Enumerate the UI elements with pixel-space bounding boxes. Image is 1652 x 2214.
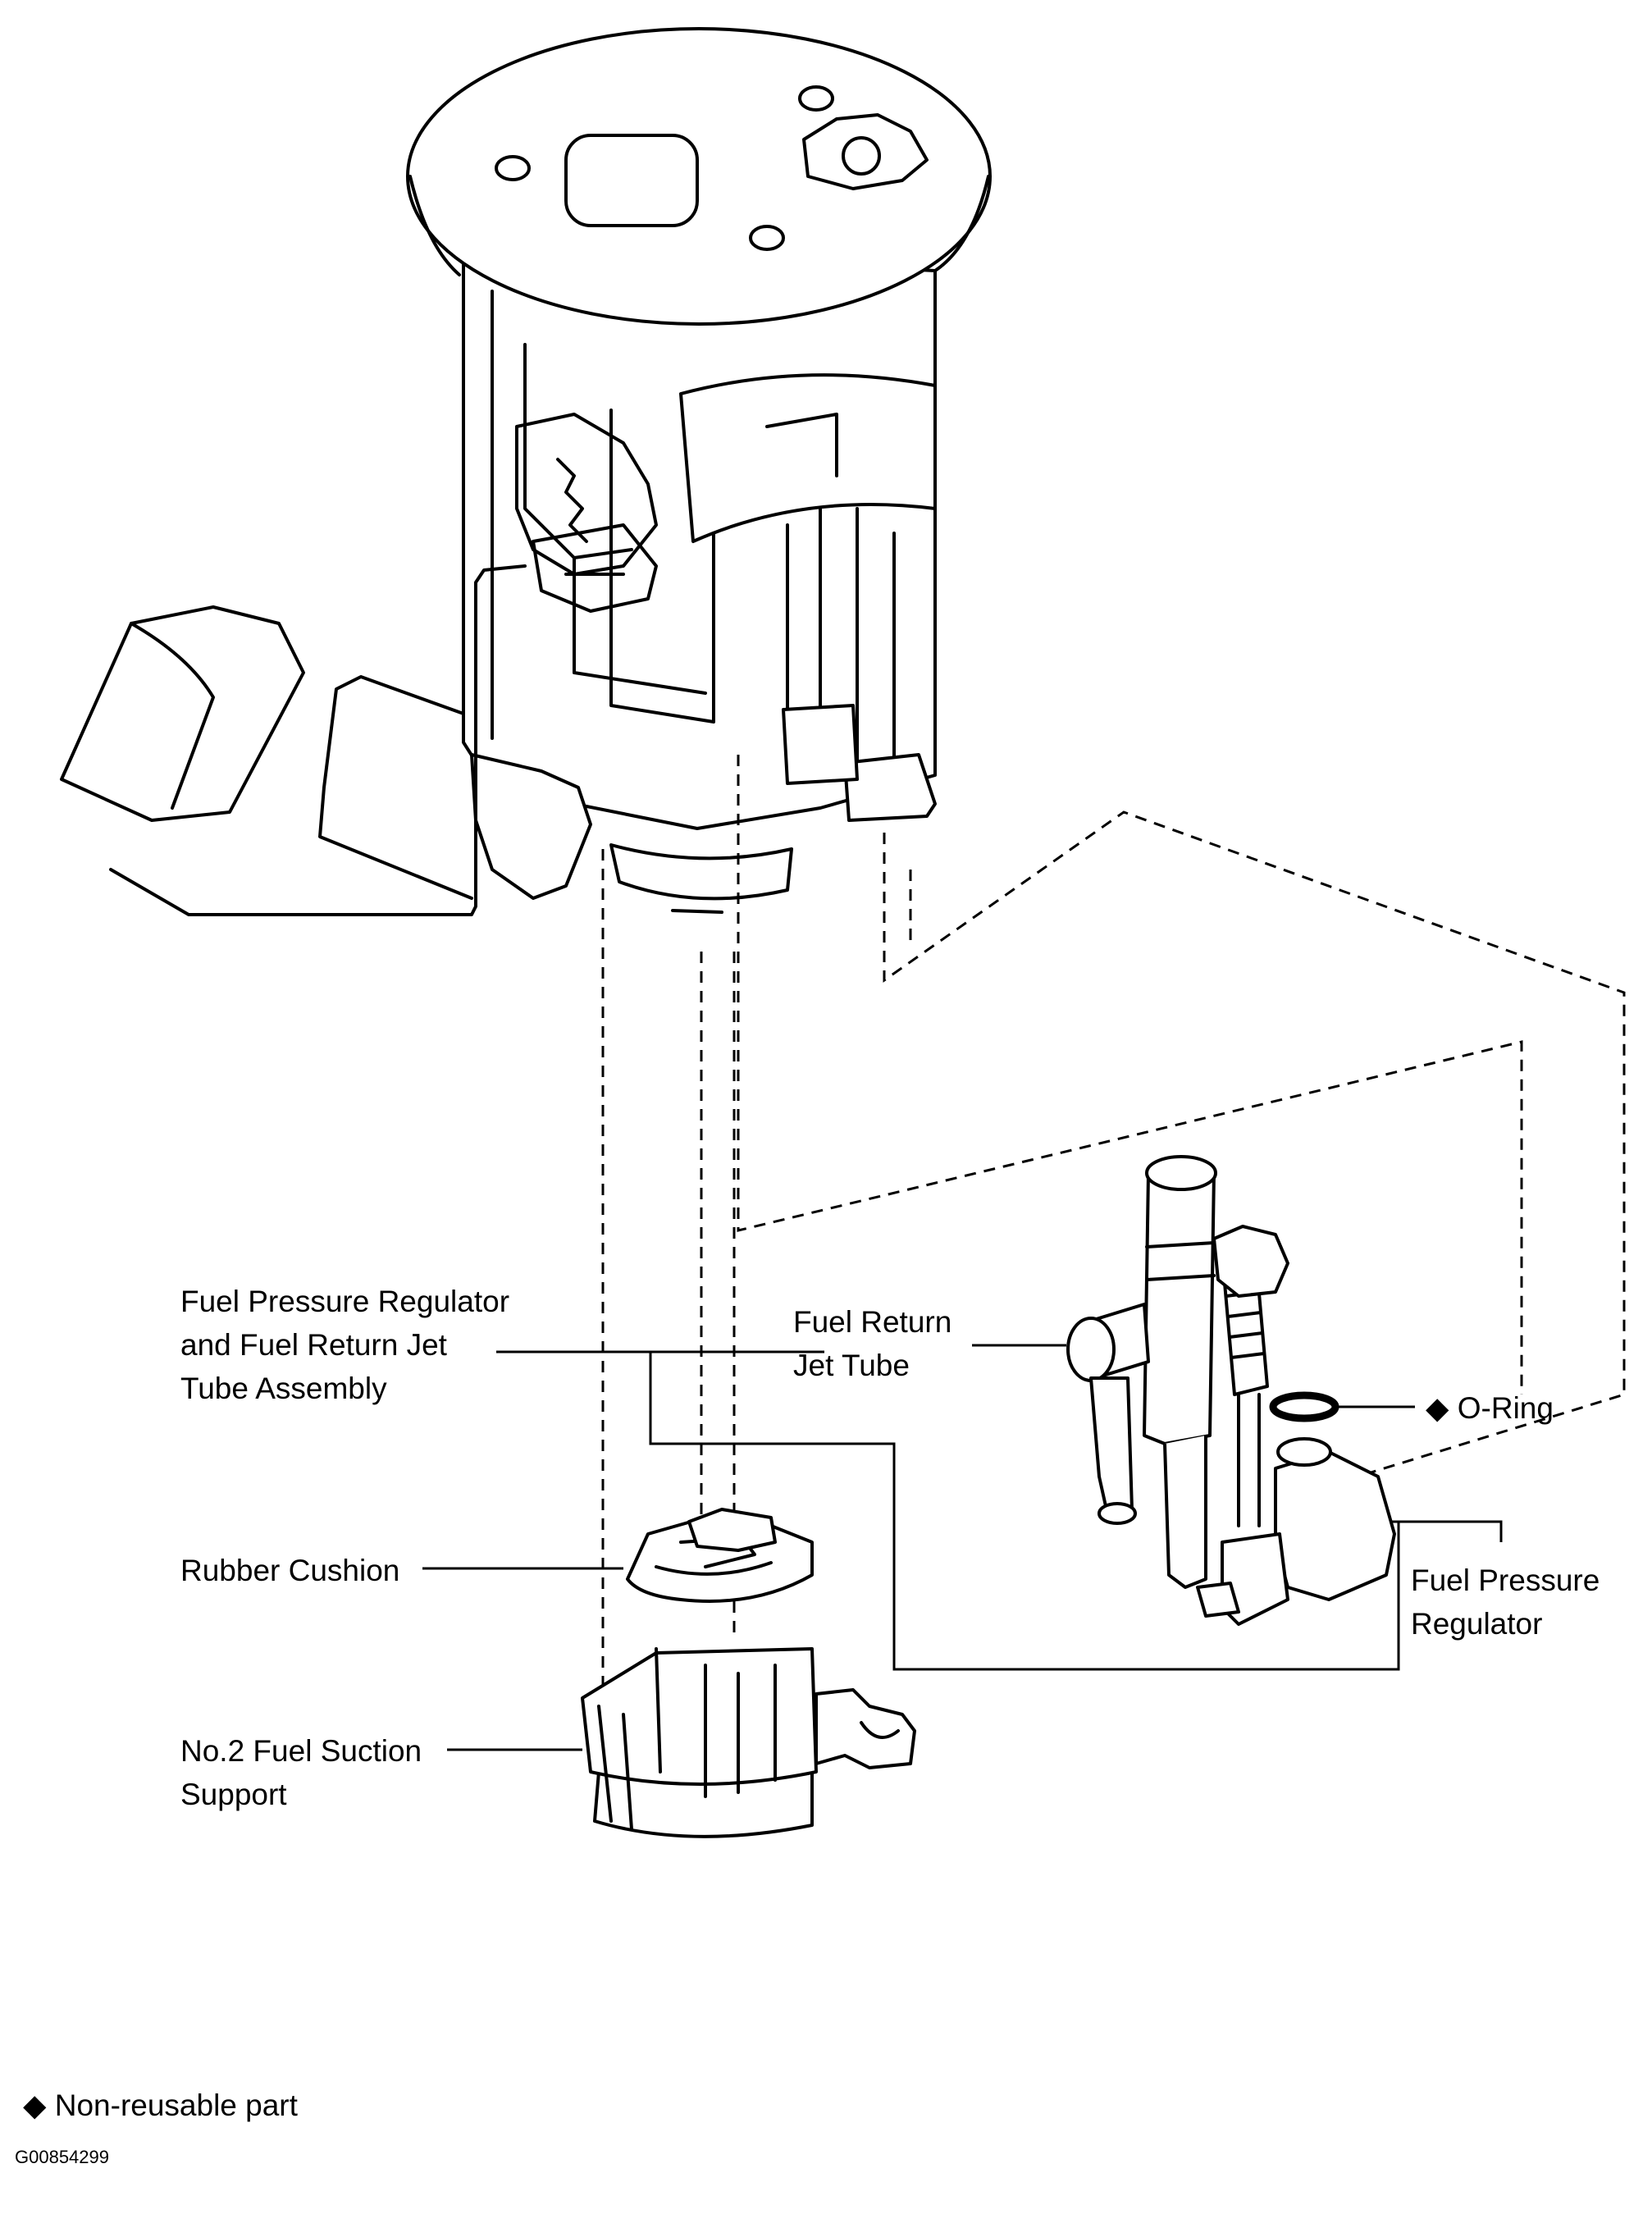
flange-stud-3 (798, 85, 834, 112)
jet-tube-spout (1089, 1376, 1134, 1515)
legend-diamond-icon: ◆ (23, 2088, 47, 2122)
lower-outlet-port (843, 753, 937, 822)
legend-text: Non-reusable part (54, 2088, 298, 2122)
float-arm-wire-2 (318, 675, 473, 900)
o-ring (1269, 1391, 1339, 1422)
label-fuel-pressure-regulator: Fuel Pressure Regulator (1411, 1559, 1600, 1646)
figure-code: G00854299 (15, 2147, 109, 2167)
label-return-jet-tube-line-2: Jet Tube (793, 1349, 910, 1382)
label-regulator-assembly-line-1: Fuel Pressure Regulator (180, 1285, 510, 1318)
label-return-jet-tube: Fuel Return Jet Tube (793, 1300, 951, 1387)
label-suction-support-line-1: No.2 Fuel Suction (180, 1734, 422, 1768)
fuel-level-float (60, 564, 527, 916)
label-regulator-assembly: Fuel Pressure Regulator and Fuel Return … (180, 1280, 509, 1410)
fuel-suction-support (581, 1647, 916, 1838)
float-arm-pivot (532, 523, 658, 613)
rubber-cushion (626, 1508, 814, 1603)
label-regulator-assembly-line-3: Tube Assembly (180, 1372, 387, 1405)
jet-tube-top (1145, 1155, 1217, 1191)
label-regulator-assembly-line-2: and Fuel Return Jet (180, 1328, 447, 1362)
label-o-ring: ◆ O-Ring (1426, 1386, 1554, 1430)
fuel-pump-assembly (406, 27, 992, 914)
leader-lines (422, 1344, 1503, 1751)
float (60, 605, 305, 822)
flange-stud-2 (749, 225, 785, 251)
lower-bracket (470, 753, 592, 900)
pump-inlet (609, 843, 793, 901)
label-suction-support: No.2 Fuel Suction Support (180, 1729, 422, 1816)
flange-stud-1 (495, 155, 531, 181)
regulator-and-jet-tube-assembly (1066, 1155, 1396, 1626)
label-o-ring-text: O-Ring (1457, 1391, 1554, 1425)
jet-tube-hook (1163, 1436, 1207, 1589)
fuel-pressure-regulator-body (1274, 1450, 1396, 1601)
label-fuel-pressure-regulator-line-2: Regulator (1411, 1607, 1543, 1641)
label-fuel-pressure-regulator-line-1: Fuel Pressure (1411, 1563, 1600, 1597)
regulator-cap (1212, 1225, 1289, 1298)
float-arm (109, 564, 527, 916)
flange-connector (564, 134, 699, 227)
flange-outlet-fitting (802, 113, 929, 190)
housing-band (679, 373, 937, 543)
leader-regulator (1390, 1520, 1503, 1542)
connector-tab (782, 704, 859, 785)
label-rubber-cushion: Rubber Cushion (180, 1549, 399, 1592)
leader-assembly-bracket (649, 1352, 1400, 1671)
jet-tube-body (1143, 1171, 1216, 1445)
label-suction-support-line-2: Support (180, 1778, 287, 1811)
legend: ◆ Non-reusable part (23, 2088, 298, 2123)
label-return-jet-tube-line-1: Fuel Return (793, 1305, 952, 1339)
non-reusable-diamond-icon: ◆ (1426, 1391, 1449, 1425)
regulator-top-port (1276, 1437, 1332, 1467)
return-pipe (1237, 1393, 1261, 1527)
label-rubber-cushion-text: Rubber Cushion (180, 1554, 400, 1587)
